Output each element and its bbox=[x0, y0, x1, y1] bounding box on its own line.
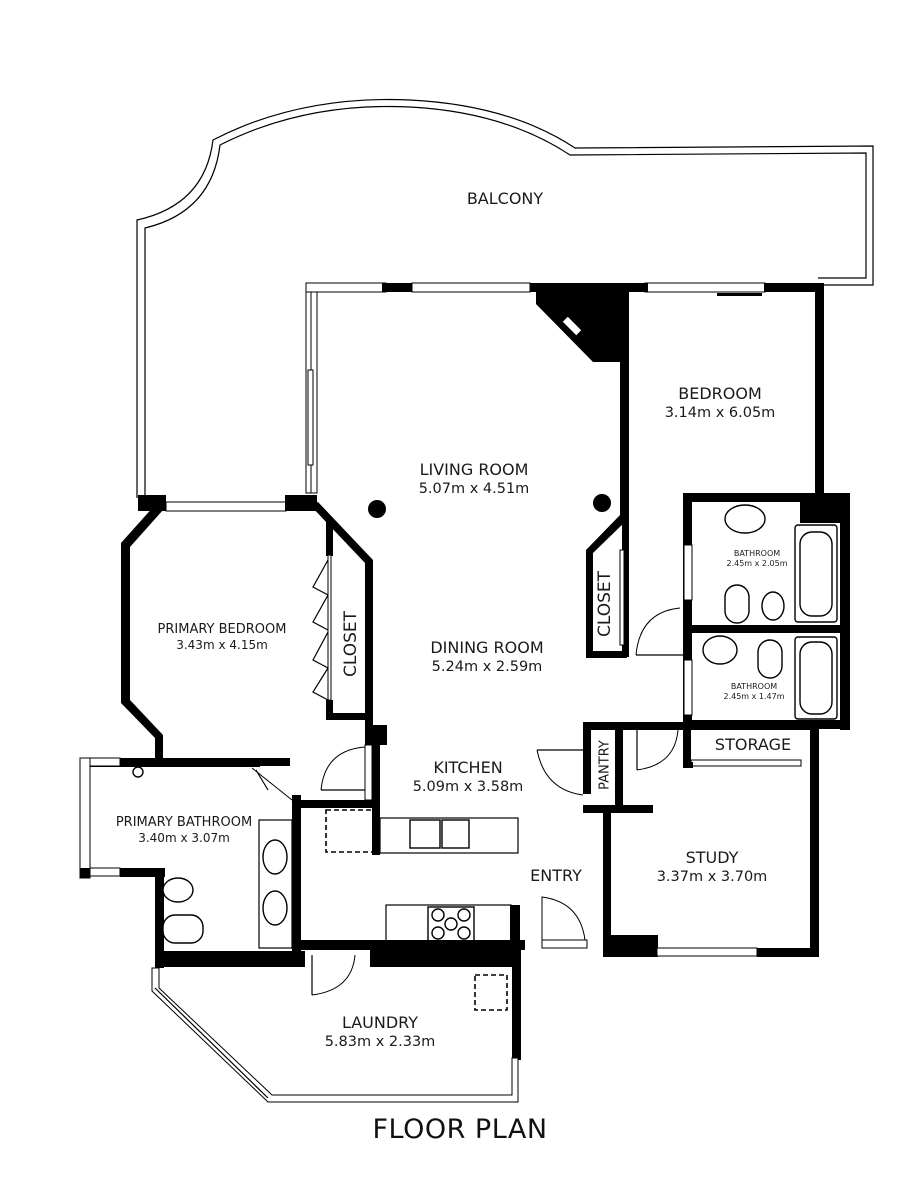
room-label-study: STUDY 3.37m x 3.70m bbox=[657, 848, 768, 886]
room-label-living-room: LIVING ROOM 5.07m x 4.51m bbox=[419, 460, 530, 498]
room-label-dining-room: DINING ROOM 5.24m x 2.59m bbox=[430, 638, 543, 676]
room-dimensions: 3.40m x 3.07m bbox=[138, 831, 230, 846]
room-dimensions: 2.45m x 2.05m bbox=[726, 559, 788, 568]
bathroom-fixtures bbox=[702, 504, 838, 720]
room-name: LIVING ROOM bbox=[419, 460, 529, 479]
room-name: LAUNDRY bbox=[341, 1013, 419, 1032]
room-name: ENTRY bbox=[530, 866, 582, 885]
bedroom-closet-walls bbox=[586, 513, 683, 658]
room-dimensions: 5.24m x 2.59m bbox=[431, 659, 543, 675]
room-label-pantry: PANTRY bbox=[597, 740, 613, 790]
room-dimensions: 3.14m x 6.05m bbox=[664, 405, 776, 421]
room-label-bathroom-2: BATHROOM 2.45m x 1.47m bbox=[723, 682, 784, 702]
room-label-laundry: LAUNDRY 5.83m x 2.33m bbox=[325, 1013, 436, 1051]
column bbox=[593, 494, 611, 512]
bedroom-walls bbox=[622, 282, 824, 657]
study-walls bbox=[603, 722, 819, 957]
column bbox=[368, 500, 386, 518]
room-name: BEDROOM bbox=[678, 384, 762, 403]
room-label-closet-primary: CLOSET bbox=[341, 610, 361, 678]
room-label-balcony: BALCONY bbox=[467, 189, 543, 209]
room-name: PRIMARY BEDROOM bbox=[157, 622, 287, 637]
room-dimensions: 3.37m x 3.70m bbox=[656, 869, 768, 885]
room-label-primary-bedroom: PRIMARY BEDROOM 3.43m x 4.15m bbox=[158, 622, 287, 653]
room-name: BATHROOM bbox=[733, 549, 781, 558]
room-label-closet-bedroom: CLOSET bbox=[595, 570, 615, 638]
primary-bathroom-walls bbox=[79, 757, 305, 968]
hall-wall bbox=[155, 758, 290, 766]
room-dimensions: 5.07m x 4.51m bbox=[418, 481, 530, 497]
room-label-bathroom-1: BATHROOM 2.45m x 2.05m bbox=[726, 549, 787, 569]
room-name: KITCHEN bbox=[433, 758, 503, 777]
room-dimensions: 5.83m x 2.33m bbox=[324, 1034, 436, 1050]
primary-bedroom-walls bbox=[121, 495, 387, 760]
room-dimensions: 3.43m x 4.15m bbox=[176, 638, 268, 653]
room-name: PRIMARY BATHROOM bbox=[115, 815, 253, 830]
room-dimensions: 2.45m x 1.47m bbox=[723, 692, 785, 701]
room-name: STUDY bbox=[685, 848, 739, 867]
room-label-bedroom: BEDROOM 3.14m x 6.05m bbox=[665, 384, 776, 422]
room-dimensions: 5.09m x 3.58m bbox=[412, 779, 524, 795]
room-label-entry: ENTRY bbox=[530, 866, 582, 886]
room-label-kitchen: KITCHEN 5.09m x 3.58m bbox=[413, 758, 524, 796]
room-name: STORAGE bbox=[714, 735, 792, 754]
room-label-primary-bathroom: PRIMARY BATHROOM 3.40m x 3.07m bbox=[116, 815, 252, 846]
laundry-walls bbox=[151, 942, 521, 1103]
plan-title: FLOOR PLAN bbox=[372, 1114, 548, 1145]
room-label-storage: STORAGE bbox=[715, 735, 791, 755]
balcony-outline bbox=[136, 98, 874, 498]
room-name: DINING ROOM bbox=[430, 638, 544, 657]
room-name: BATHROOM bbox=[730, 682, 778, 691]
room-name: BALCONY bbox=[466, 189, 544, 208]
